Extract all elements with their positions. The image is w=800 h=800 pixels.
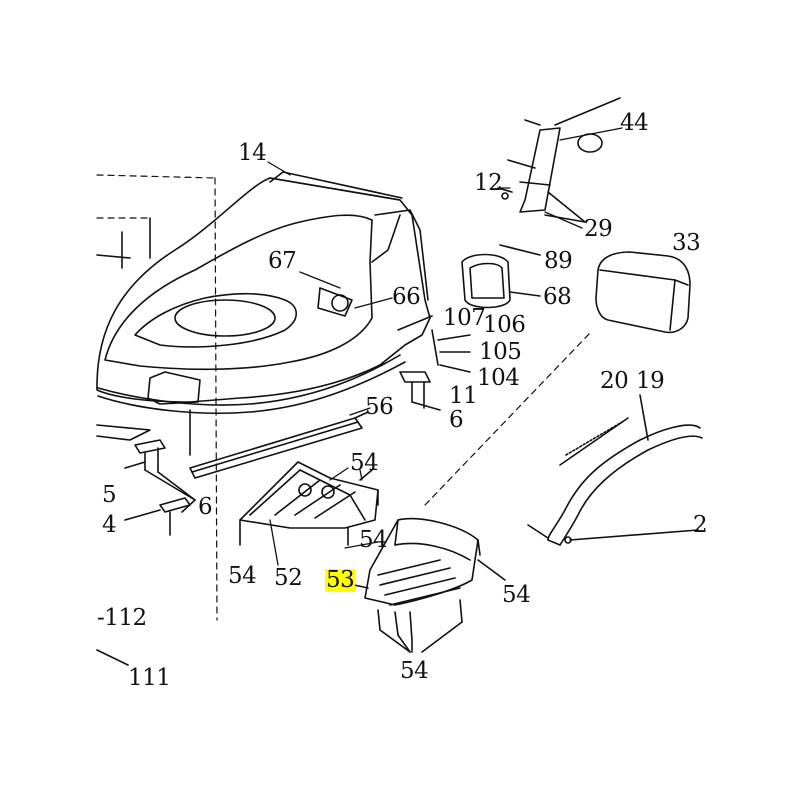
part-label-p14: 14 [238,140,267,166]
part-label-p107: 107 [443,305,486,331]
part-68-pad [461,244,541,309]
part-label-p112: -112 [97,605,147,631]
lower-left-leaders [96,649,129,666]
handle-tube [527,394,703,546]
part-label-p54a: 54 [350,450,379,476]
mower-deck [96,171,433,441]
part-33-cover [595,251,691,334]
part-label-p106: 106 [483,312,526,338]
part-label-p52: 52 [274,565,303,591]
part-label-p54d: 54 [502,582,531,608]
part-label-p53: 53 [325,567,356,593]
leader-lines [267,127,623,566]
part-label-p67: 67 [268,248,297,274]
bolt-assembly [399,329,471,411]
part-56-strip [189,411,369,479]
left-small-parts [124,409,196,536]
part-label-p56: 56 [365,394,394,420]
part-label-p89: 89 [544,248,573,274]
part-label-p33: 33 [672,230,701,256]
part-label-p20: 20 [600,368,629,394]
part-label-p2: 2 [693,512,708,538]
part-label-p54e: 54 [400,658,429,684]
part-label-p4: 4 [102,512,117,538]
part-label-p6a: 6 [449,407,464,433]
part-label-p12: 12 [474,170,503,196]
part-label-p68: 68 [543,284,572,310]
part-label-p66: 66 [392,284,421,310]
part-label-p11: 11 [449,383,478,409]
part-label-p54c: 54 [359,527,388,553]
part-label-p6b: 6 [198,494,213,520]
part-label-p5: 5 [102,482,117,508]
part-label-p104: 104 [477,365,520,391]
part-label-p19: 19 [636,368,665,394]
part-label-p54b: 54 [228,563,257,589]
part-label-p29: 29 [584,216,613,242]
left-bolts [96,217,151,269]
part-label-p105: 105 [479,339,522,365]
handle-bracket [497,97,621,223]
part-label-p111: 111 [128,665,171,691]
part-label-p44: 44 [620,110,649,136]
part-53-guard [339,517,506,653]
dashed-guide-lines [96,174,591,621]
